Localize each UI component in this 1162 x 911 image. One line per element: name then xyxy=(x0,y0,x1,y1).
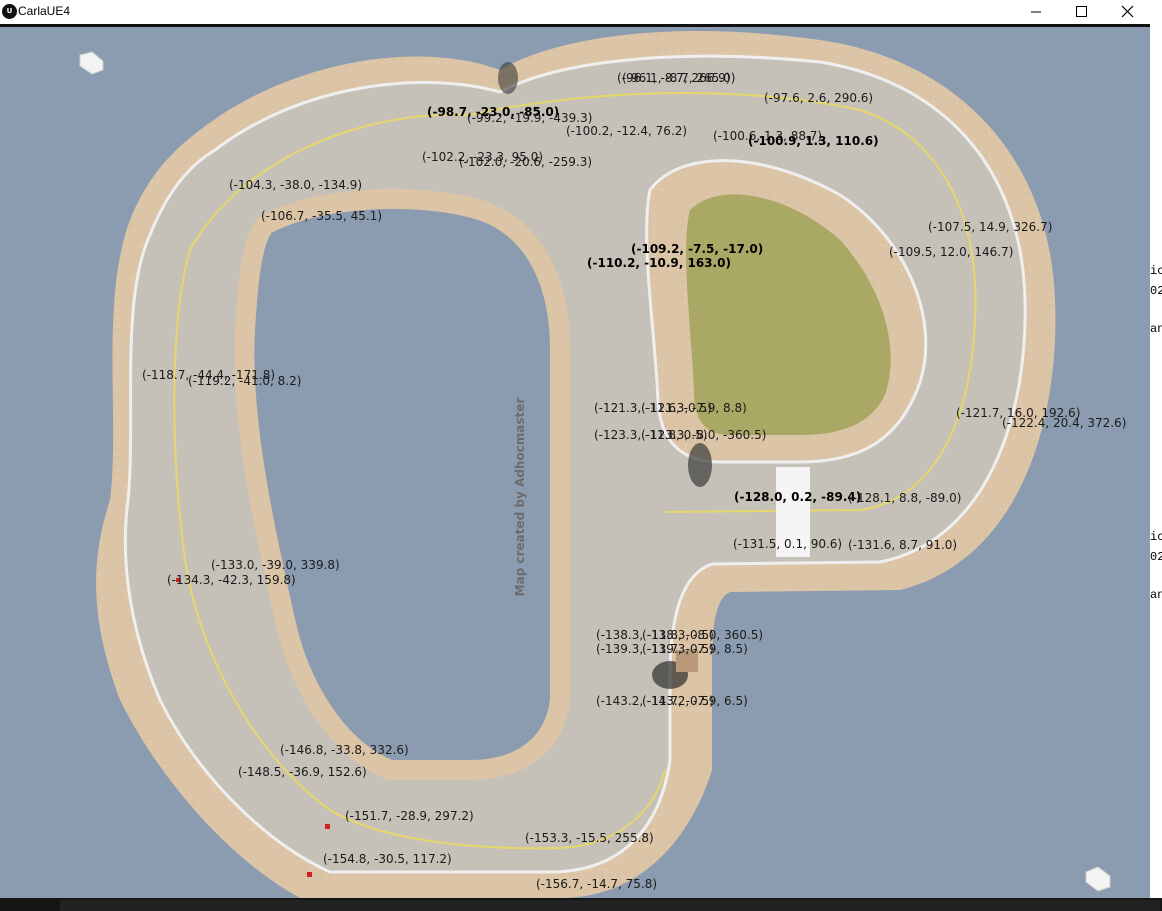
coordinate-label: (-102.0, -20.6, -259.3) xyxy=(459,155,593,169)
coordinate-label: (-139.3, -7.9, 8.5) xyxy=(642,642,748,656)
game-viewport[interactable]: Map created by Adhocmaster (-96.1, -8.7,… xyxy=(0,27,1150,898)
coordinate-label: (-123.3, -8.0, -360.5) xyxy=(641,428,767,442)
coordinate-label: (-97.6, 2.6, 290.6) xyxy=(764,91,874,105)
coordinate-label: (-99.2, -19.9, -439.3) xyxy=(467,111,593,125)
vehicle-shadow xyxy=(498,62,518,94)
console-text-fragment: ic xyxy=(1150,264,1162,278)
lane-line-outer xyxy=(189,92,977,513)
close-icon xyxy=(1121,5,1134,18)
close-button[interactable] xyxy=(1105,0,1151,24)
coordinate-label: (-106.7, -35.5, 45.1) xyxy=(261,209,383,223)
vehicle xyxy=(676,650,698,672)
start-finish-marker xyxy=(776,467,810,557)
coordinate-label: (-138.3, -8.0, 360.5) xyxy=(642,628,764,642)
coordinate-label: (-107.5, 14.9, 326.7) xyxy=(928,220,1053,234)
coordinate-label: (-134.3, -42.3, 159.8) xyxy=(167,573,296,587)
coordinate-label: (-119.2, -41.0, 8.2) xyxy=(188,374,302,388)
coordinate-label: (-109.5, 12.0, 146.7) xyxy=(889,245,1014,259)
lane-line-left xyxy=(173,249,666,850)
coordinate-label: (-104.3, -38.0, -134.9) xyxy=(229,178,363,192)
coordinate-label: (-146.8, -33.8, 332.6) xyxy=(280,743,409,757)
coordinate-label: (-96.1, -8.7, 265.0) xyxy=(622,71,736,85)
coordinate-label: (-122.4, 20.4, 372.6) xyxy=(1002,416,1127,430)
white-cube xyxy=(79,51,104,75)
coordinate-label: (-100.2, -12.4, 76.2) xyxy=(566,124,688,138)
coordinate-label: (-139.3, -11.7, -0.5) xyxy=(596,642,714,656)
minimize-button[interactable] xyxy=(1013,0,1059,24)
maximize-icon xyxy=(1076,6,1087,17)
coordinate-label: (-133.0, -39.0, 339.8) xyxy=(211,558,340,572)
console-text-fragment: an xyxy=(1150,588,1162,602)
coordinate-label: (-128.1, 8.8, -89.0) xyxy=(848,491,962,505)
coordinate-label: (-143.2, -7.9, 6.5) xyxy=(642,694,748,708)
coordinate-label: (-131.5, 0.1, 90.6) xyxy=(733,537,843,551)
coordinate-label: (-121.7, 16.0, 192.6) xyxy=(956,406,1081,420)
console-text-fragment: 02 xyxy=(1150,550,1162,564)
inner-infield-water xyxy=(234,188,570,780)
vehicle-shadow xyxy=(688,443,712,487)
grass-infield xyxy=(686,194,891,435)
coordinate-label: (-151.7, -28.9, 297.2) xyxy=(345,809,474,823)
coordinate-label: (-102.2, -23.3, 95.0) xyxy=(422,150,544,164)
coordinate-label: (-96.1, -8.7, 266.9) xyxy=(617,71,731,85)
coordinate-label: (-109.2, -7.5, -17.0) xyxy=(631,242,764,256)
white-cube xyxy=(1085,866,1111,892)
map-credit-label: Map created by Adhocmaster xyxy=(513,397,527,597)
background-console-window: ic 02 an ic 02 an xyxy=(1150,24,1162,898)
coordinate-label: (-123.3, -11.8, 0.5) xyxy=(594,428,708,442)
coordinate-label: (-100.6, 1.3, 88.7) xyxy=(713,129,823,143)
coordinate-label: (-100.9, 1.3, 110.6) xyxy=(748,134,879,148)
console-text-fragment: 02 xyxy=(1150,284,1162,298)
coordinate-label: (-156.7, -14.7, 75.8) xyxy=(536,877,658,891)
coordinate-label: (-128.0, 0.2, -89.4) xyxy=(734,490,862,504)
unreal-engine-icon: U xyxy=(2,4,17,19)
coordinate-label: (-148.5, -36.9, 152.6) xyxy=(238,765,367,779)
coordinate-label: (-118.7, -44.4, -171.8) xyxy=(142,368,276,382)
window-titlebar[interactable]: U CarlaUE4 xyxy=(0,0,1162,24)
maximize-button[interactable] xyxy=(1059,0,1105,24)
spawn-marker xyxy=(325,824,330,829)
coordinate-label: (-143.2, -11.7, -0.5) xyxy=(596,694,714,708)
race-track-map xyxy=(79,31,1111,898)
coordinate-label: (-121.3, -7.9, 8.8) xyxy=(641,401,747,415)
taskbar-edge xyxy=(0,898,1162,911)
coordinate-label: (-98.7, -23.0, -85.0) xyxy=(427,105,560,119)
coordinate-label: (-153.3, -15.5, 255.8) xyxy=(525,831,654,845)
coordinate-label: (-121.3, -11.6, -0.5) xyxy=(594,401,712,415)
spawn-marker xyxy=(176,578,180,582)
spawn-marker xyxy=(307,872,312,877)
coordinate-label: (-110.2, -10.9, 163.0) xyxy=(587,256,731,270)
coordinate-label: (-154.8, -30.5, 117.2) xyxy=(323,852,452,866)
console-text-fragment: ic xyxy=(1150,530,1162,544)
minimize-icon xyxy=(1031,11,1041,13)
coordinate-label: (-131.6, 8.7, 91.0) xyxy=(848,538,958,552)
window-title: CarlaUE4 xyxy=(18,4,71,18)
console-text-fragment: an xyxy=(1150,322,1162,336)
coordinate-label: (-138.3, -11.8, -0.5) xyxy=(596,628,714,642)
